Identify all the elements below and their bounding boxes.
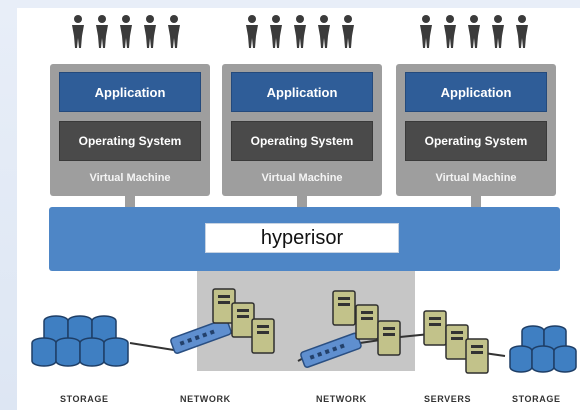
operating-system-box: Operating System bbox=[405, 121, 547, 161]
storage-label: STORAGE bbox=[60, 394, 109, 404]
user-group-2 bbox=[240, 14, 366, 48]
network-switch-icon bbox=[300, 332, 362, 368]
user-icon bbox=[444, 15, 456, 48]
server-icon bbox=[212, 288, 236, 324]
server-icon bbox=[231, 302, 255, 338]
virtual-machine-1: Application Operating System Virtual Mac… bbox=[50, 64, 210, 196]
server-icon bbox=[423, 310, 447, 346]
hypervisor-layer: hyperisor bbox=[49, 207, 560, 271]
application-box: Application bbox=[231, 72, 373, 112]
operating-system-box: Operating System bbox=[231, 121, 373, 161]
network-label: NETWORK bbox=[180, 394, 231, 404]
user-icon bbox=[342, 15, 354, 48]
virtual-machine-label: Virtual Machine bbox=[89, 172, 171, 184]
infrastructure-illustration bbox=[31, 271, 577, 374]
user-icon bbox=[168, 15, 180, 48]
application-box: Application bbox=[59, 72, 201, 112]
vm-connector bbox=[125, 196, 135, 207]
server-icon bbox=[332, 290, 356, 326]
virtual-machine-3: Application Operating System Virtual Mac… bbox=[396, 64, 556, 196]
operating-system-box: Operating System bbox=[59, 121, 201, 161]
user-icon bbox=[492, 15, 504, 48]
server-icon bbox=[355, 304, 379, 340]
virtual-machine-label: Virtual Machine bbox=[261, 172, 343, 184]
server-icon bbox=[377, 320, 401, 356]
user-icon bbox=[120, 15, 132, 48]
user-icon bbox=[246, 15, 258, 48]
user-group-3 bbox=[414, 14, 540, 48]
storage-label: STORAGE bbox=[512, 394, 561, 404]
user-group-1 bbox=[66, 14, 192, 48]
servers-label: SERVERS bbox=[424, 394, 472, 404]
user-icon bbox=[294, 15, 306, 48]
user-icon bbox=[96, 15, 108, 48]
network-label: NETWORK bbox=[316, 394, 367, 404]
application-box: Application bbox=[405, 72, 547, 112]
storage-icon bbox=[509, 325, 577, 373]
user-icon bbox=[516, 15, 528, 48]
user-icon bbox=[72, 15, 84, 48]
user-icon bbox=[318, 15, 330, 48]
storage-icon bbox=[31, 315, 129, 367]
server-icon bbox=[445, 324, 469, 360]
user-icon bbox=[270, 15, 282, 48]
vm-connector bbox=[297, 196, 307, 207]
user-icon bbox=[420, 15, 432, 48]
network-switch-icon bbox=[170, 318, 232, 354]
server-icon bbox=[465, 338, 489, 374]
user-icon bbox=[144, 15, 156, 48]
virtual-machine-2: Application Operating System Virtual Mac… bbox=[222, 64, 382, 196]
user-icon bbox=[468, 15, 480, 48]
hypervisor-label: hyperisor bbox=[205, 223, 399, 253]
virtual-machine-label: Virtual Machine bbox=[435, 172, 517, 184]
vm-connector bbox=[471, 196, 481, 207]
server-icon bbox=[251, 318, 275, 354]
